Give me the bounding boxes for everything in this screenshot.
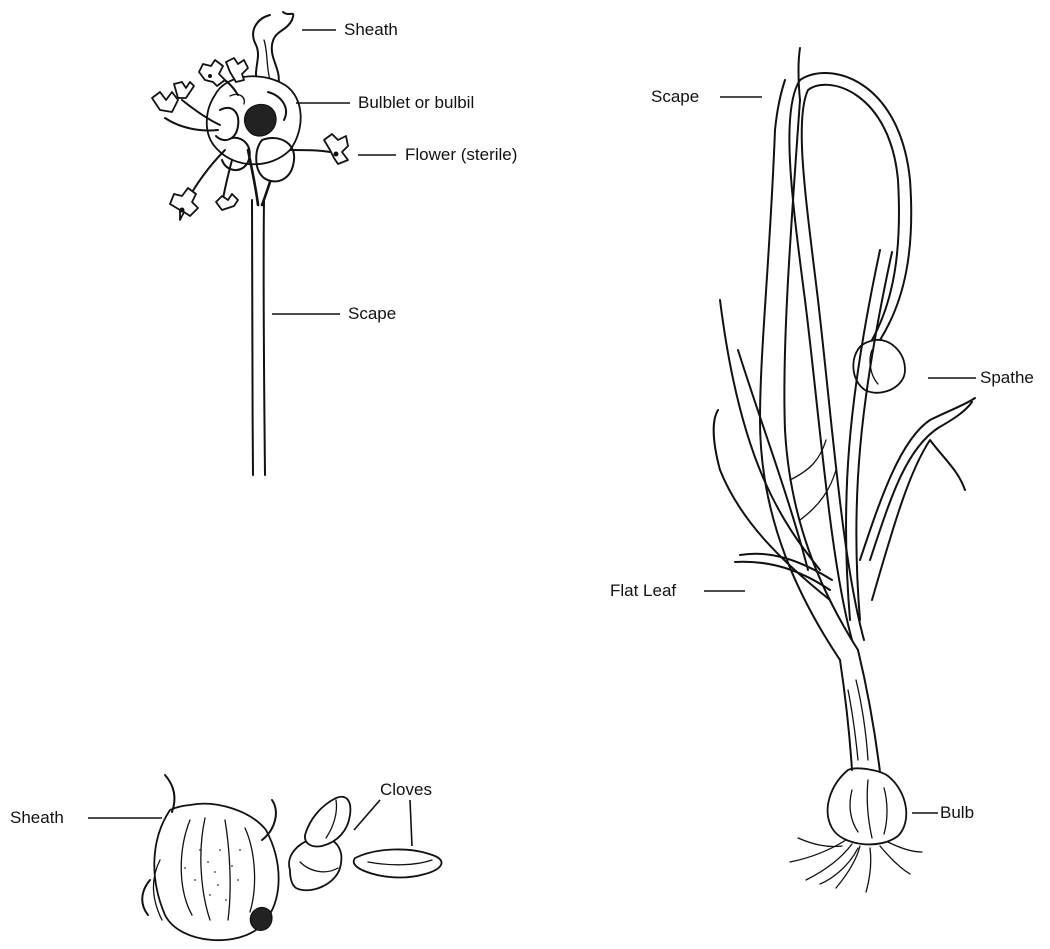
inflorescence-illustration (152, 12, 348, 475)
label-spathe: Spathe (980, 368, 1034, 388)
whole-plant-illustration (714, 48, 975, 892)
leader-cloves-1 (354, 800, 380, 830)
label-scape-right: Scape (651, 87, 699, 107)
label-cloves: Cloves (380, 780, 432, 800)
leader-cloves-2 (410, 800, 412, 846)
label-sheath-top: Sheath (344, 20, 398, 40)
label-scape-left: Scape (348, 304, 396, 324)
label-bulb: Bulb (940, 803, 974, 823)
label-flower: Flower (sterile) (405, 145, 517, 165)
label-sheath-bottom: Sheath (10, 808, 64, 828)
label-bulblet: Bulblet or bulbil (358, 93, 474, 113)
label-flat-leaf: Flat Leaf (610, 581, 676, 601)
